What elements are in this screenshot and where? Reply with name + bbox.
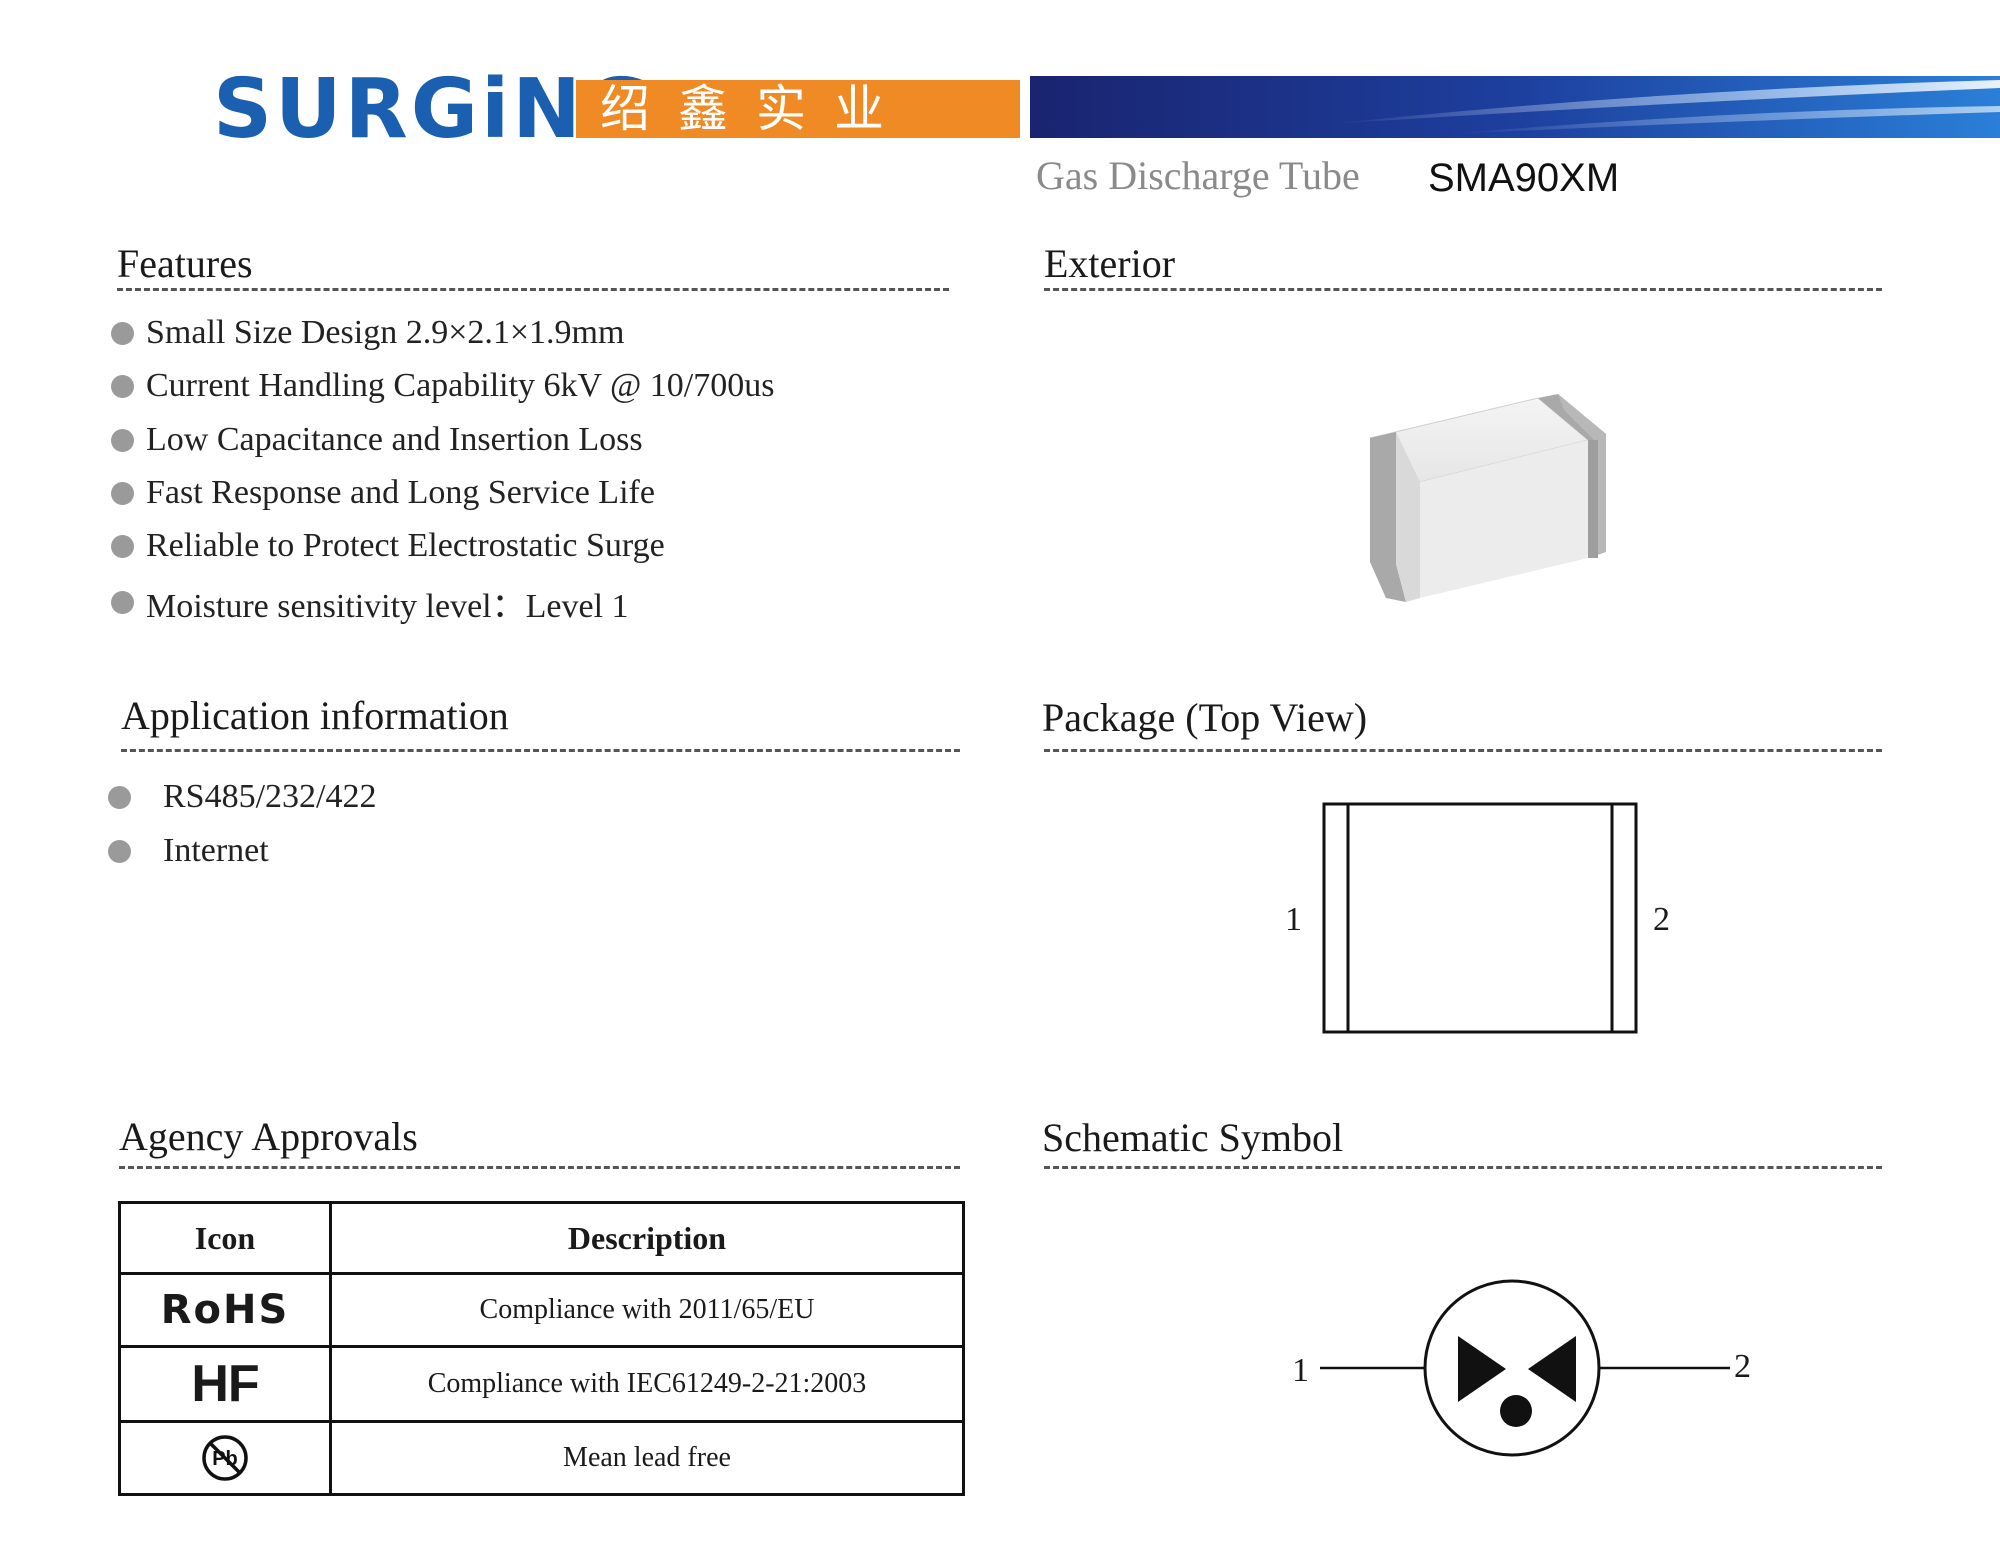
cn-banner (576, 80, 1020, 138)
product-model: SMA90XM (1428, 156, 1620, 200)
schematic-divider (1044, 1166, 1882, 1169)
bullet-dot-icon (108, 839, 131, 863)
exterior-title: Exterior (1044, 241, 1176, 286)
description-column-header: Description (329, 1201, 965, 1275)
feature-item: Moisture sensitivity level：Level 1 (111, 578, 629, 627)
bullet-dot-icon (111, 321, 134, 345)
bullet-dot-icon (111, 534, 134, 558)
brand-cn-name: 绍鑫实业 (600, 80, 912, 138)
schematic-title: Schematic Symbol (1042, 1115, 1344, 1160)
header-swoosh-banner (1030, 76, 2000, 138)
approvals-title: Agency Approvals (119, 1114, 418, 1159)
application-item: Internet (108, 832, 269, 870)
package-title: Package (Top View) (1042, 695, 1368, 740)
schematic-symbol-drawing (1320, 1279, 1730, 1457)
approvals-divider (119, 1166, 960, 1169)
bullet-dot-icon (111, 481, 134, 505)
package-pin-1-label: 1 (1285, 901, 1302, 938)
schematic-pin-2-label: 2 (1734, 1348, 1751, 1385)
application-item: RS485/232/422 (108, 778, 376, 816)
package-pin-2-label: 2 (1653, 901, 1670, 938)
application-title: Application information (121, 693, 509, 738)
package-top-view-drawing (1322, 802, 1638, 1034)
table-row: RoHS Compliance with 2011/65/EU (118, 1272, 965, 1348)
features-divider (117, 288, 949, 291)
bullet-dot-icon (111, 374, 134, 398)
feature-item: Small Size Design 2.9×2.1×1.9mm (111, 314, 624, 352)
schematic-pin-1-label: 1 (1292, 1352, 1309, 1389)
package-divider (1044, 749, 1882, 752)
approval-description: Compliance with IEC61249-2-21:2003 (329, 1345, 965, 1423)
table-header-row: Icon Description (118, 1201, 965, 1275)
feature-item: Current Handling Capability 6kV @ 10/700… (111, 367, 774, 405)
hf-icon: HF (191, 1355, 259, 1413)
application-divider (121, 749, 960, 752)
product-type: Gas Discharge Tube (1036, 153, 1360, 198)
bullet-dot-icon (108, 785, 131, 809)
feature-item: Fast Response and Long Service Life (111, 474, 655, 512)
icon-column-header: Icon (118, 1201, 332, 1275)
table-row: Pb Mean lead free (118, 1420, 965, 1496)
feature-item: Reliable to Protect Electrostatic Surge (111, 527, 665, 565)
component-exterior-image (1368, 394, 1606, 602)
table-row: HF Compliance with IEC61249-2-21:2003 (118, 1345, 965, 1423)
pb-free-icon: Pb (202, 1435, 248, 1481)
approvals-table: Icon Description RoHS Compliance with 20… (118, 1201, 965, 1496)
exterior-divider (1044, 288, 1882, 291)
features-title: Features (117, 241, 253, 286)
approval-description: Compliance with 2011/65/EU (329, 1272, 965, 1348)
bullet-dot-icon (111, 428, 134, 452)
rohs-icon: RoHS (160, 1287, 290, 1333)
approval-description: Mean lead free (329, 1420, 965, 1496)
bullet-dot-icon (111, 591, 134, 614)
feature-item: Low Capacitance and Insertion Loss (111, 421, 643, 459)
